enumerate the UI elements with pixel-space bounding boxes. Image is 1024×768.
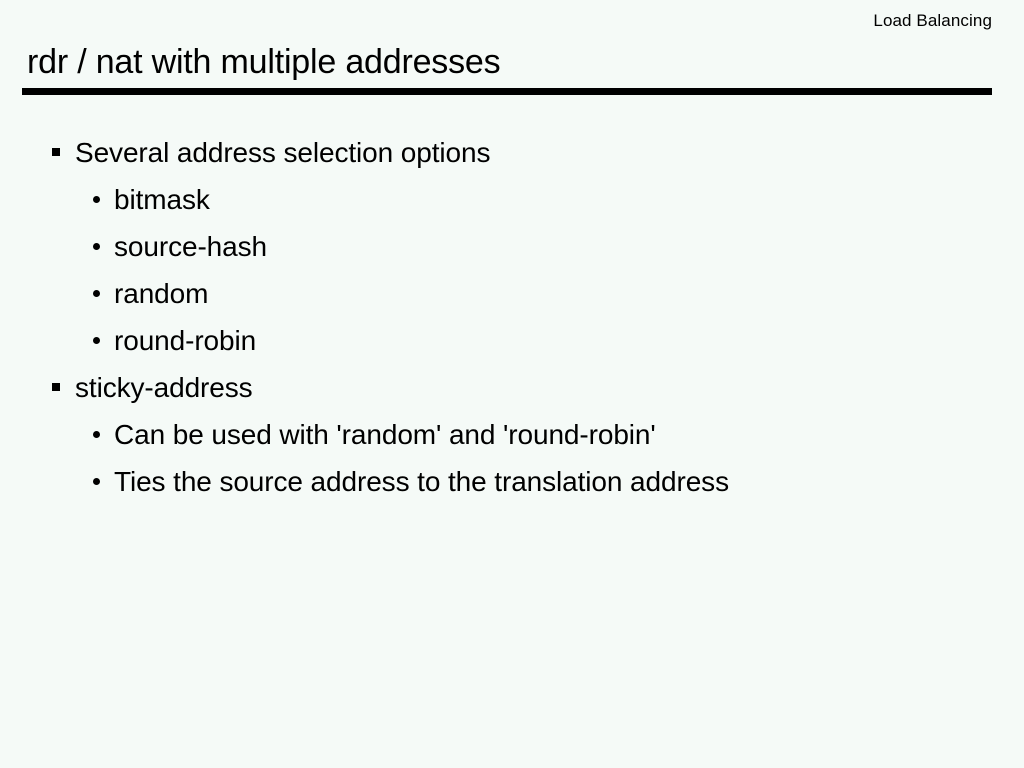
list-item-label: Several address selection options	[75, 137, 491, 168]
list-item: Several address selection options	[0, 136, 1024, 183]
page-title: rdr / nat with multiple addresses	[27, 43, 501, 81]
list-item-label: round-robin	[114, 325, 257, 356]
square-bullet-icon	[52, 383, 60, 391]
list-item: source-hash	[0, 230, 1024, 277]
list-item-label: bitmask	[114, 184, 210, 215]
bullet-list: Several address selection options bitmas…	[0, 136, 1024, 512]
list-item-label: source-hash	[114, 231, 267, 262]
list-item: Can be used with 'random' and 'round-rob…	[0, 418, 1024, 465]
square-bullet-icon	[52, 148, 60, 156]
title-divider-rule	[22, 88, 992, 95]
disc-bullet-icon	[93, 431, 100, 438]
list-item: round-robin	[0, 324, 1024, 371]
list-item-label: Can be used with 'random' and 'round-rob…	[114, 419, 656, 450]
list-item-label: sticky-address	[75, 372, 253, 403]
disc-bullet-icon	[93, 337, 100, 344]
list-item: sticky-address	[0, 371, 1024, 418]
list-item: Ties the source address to the translati…	[0, 465, 1024, 512]
list-item: bitmask	[0, 183, 1024, 230]
disc-bullet-icon	[93, 243, 100, 250]
list-item-label: Ties the source address to the translati…	[114, 466, 729, 497]
slide-section-header: Load Balancing	[873, 11, 992, 30]
list-item: random	[0, 277, 1024, 324]
disc-bullet-icon	[93, 478, 100, 485]
disc-bullet-icon	[93, 196, 100, 203]
disc-bullet-icon	[93, 290, 100, 297]
list-item-label: random	[114, 278, 209, 309]
